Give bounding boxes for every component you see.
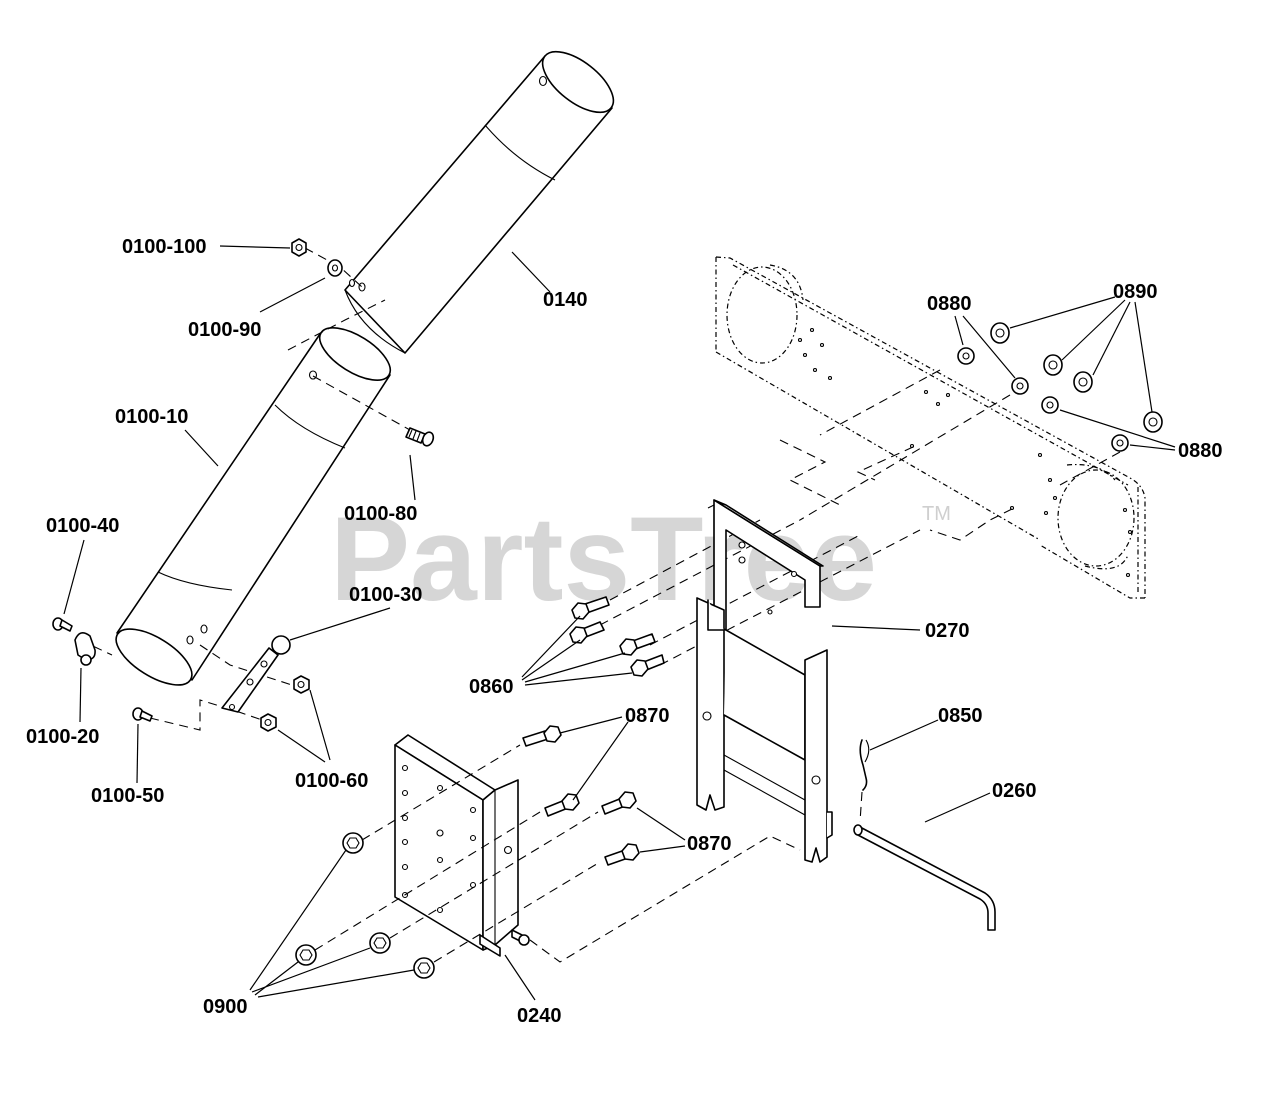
- washer-0880-a: [957, 347, 975, 365]
- frame-plate-holes: [797, 327, 1133, 578]
- callout-0100-20: 0100-20: [26, 726, 99, 748]
- callout-0140: 0140: [543, 289, 588, 311]
- trademark-mark: TM: [922, 503, 951, 525]
- callout-0260: 0260: [992, 780, 1037, 802]
- bolt-0870-d: [604, 843, 640, 866]
- hex-nut-0100-100: [291, 238, 307, 257]
- flange-nut-0900-d: [413, 957, 435, 979]
- washer-0100-90: [327, 259, 343, 277]
- bolt-0860-c: [619, 633, 656, 656]
- lower-chute-tube: [115, 327, 392, 686]
- bolt-0870-c: [601, 791, 637, 815]
- callout-0860: 0860: [469, 676, 514, 698]
- bolt-0870-b: [544, 793, 580, 817]
- washer-0880-d: [1111, 434, 1129, 452]
- upright-bracket-0270: [696, 499, 833, 863]
- washer-0880-b: [1011, 377, 1029, 395]
- washer-0880-c: [1041, 396, 1059, 414]
- callout-labels: 0100-100 0100-90 0140 0100-10 0100-80 01…: [26, 236, 1223, 1027]
- carriage-bolt-0100-80: [405, 427, 435, 447]
- callout-0100-10: 0100-10: [115, 406, 188, 428]
- nut-0890-c: [1073, 371, 1093, 393]
- callout-0100-90: 0100-90: [188, 319, 261, 341]
- callout-0870-top: 0870: [625, 705, 670, 727]
- bolt-0860-a: [571, 596, 610, 620]
- callout-0900: 0900: [203, 996, 248, 1018]
- bolt-0860-b: [569, 621, 605, 644]
- flange-nut-0900-a: [342, 832, 364, 854]
- callout-0100-60: 0100-60: [295, 770, 368, 792]
- nut-0890-d: [1143, 411, 1163, 433]
- hair-pin-0850: [859, 739, 870, 823]
- nut-0890-a: [990, 322, 1010, 344]
- callout-0100-30: 0100-30: [349, 584, 422, 606]
- flange-nut-0900-b: [295, 944, 317, 966]
- callout-0850: 0850: [938, 705, 983, 727]
- callout-0880-top: 0880: [927, 293, 972, 315]
- leader-lines: [63, 245, 1176, 1001]
- deflector-bracket-0100-30: [221, 635, 291, 713]
- bolt-0870-a: [522, 725, 562, 747]
- bolt-0100-50: [132, 707, 153, 722]
- upper-chute-tube: [344, 50, 615, 354]
- frame-plate: [715, 256, 1146, 599]
- bolt-0860-d: [630, 654, 665, 677]
- callout-0100-80: 0100-80: [344, 503, 417, 525]
- bolt-0100-40: [52, 617, 73, 632]
- callout-0240: 0240: [517, 1005, 562, 1027]
- callout-0880-right: 0880: [1178, 440, 1223, 462]
- chute-clip-0100-20: [74, 632, 96, 666]
- callout-0270: 0270: [925, 620, 970, 642]
- mount-bracket-0240: [394, 734, 530, 957]
- hex-nut-0100-60-upper: [293, 675, 310, 694]
- callout-0100-100: 0100-100: [122, 236, 207, 258]
- callout-0100-40: 0100-40: [46, 515, 119, 537]
- callout-0100-50: 0100-50: [91, 785, 164, 807]
- flange-nut-0900-c: [369, 932, 391, 954]
- nut-0890-b: [1043, 354, 1063, 376]
- callout-0890: 0890: [1113, 281, 1158, 303]
- callout-0870-mid: 0870: [687, 833, 732, 855]
- handle-rod-0260: [853, 824, 996, 931]
- hex-nut-0100-60-lower: [260, 713, 277, 732]
